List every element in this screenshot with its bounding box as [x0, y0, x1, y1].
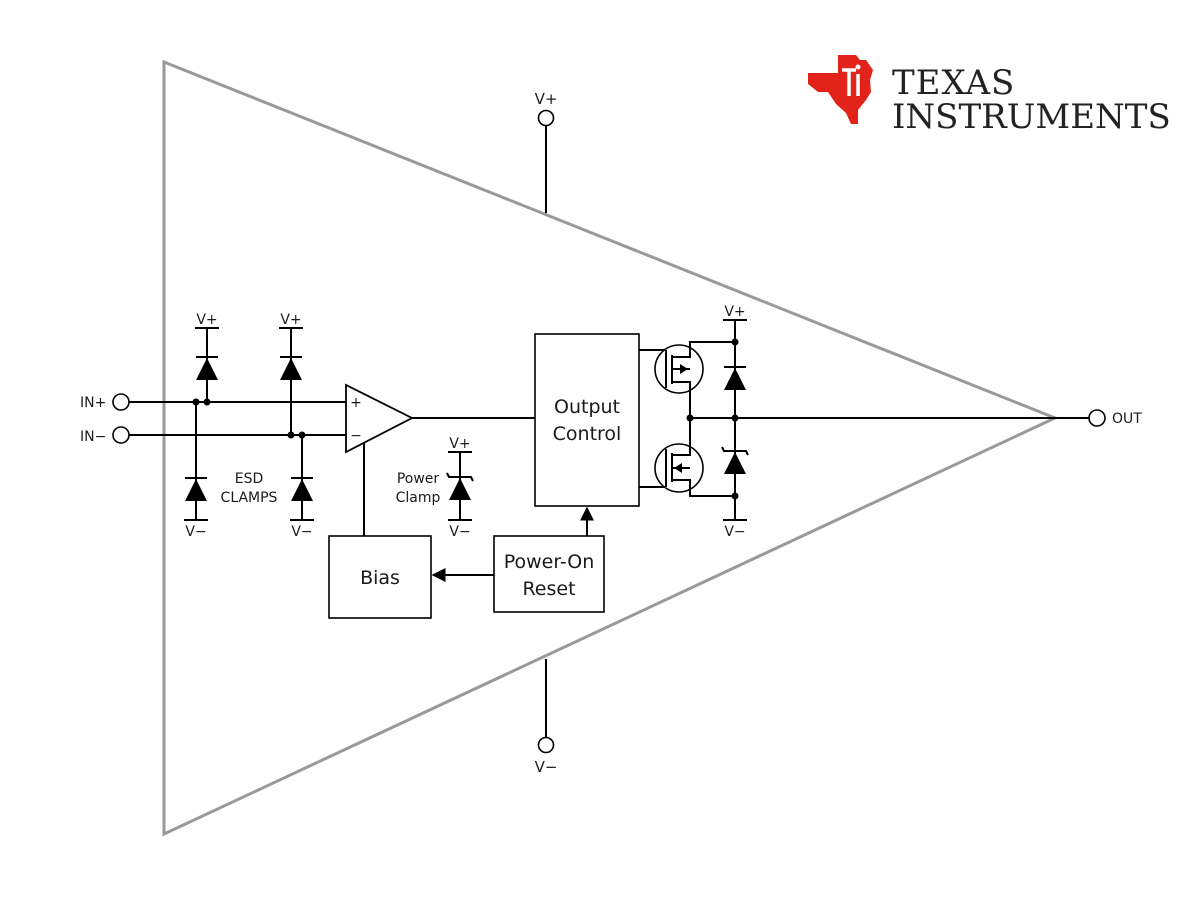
esd-label-line-2: CLAMPS	[221, 490, 278, 506]
supply-v-minus-label: V−	[535, 758, 558, 776]
pin-circle[interactable]	[537, 109, 555, 127]
power-clamp-label-line-2: Clamp	[396, 490, 441, 506]
amplifier-outline-triangle	[162, 59, 1059, 837]
output-pin: OUT	[690, 409, 1142, 427]
in-minus-label: IN−	[80, 429, 106, 445]
por-line-2: Reset	[522, 578, 575, 600]
esd1-vminus-label: V−	[185, 524, 206, 540]
supply-v-minus-pin: V−	[535, 659, 558, 776]
texas-instruments-logo: TEXAS INSTRUMENTS	[808, 55, 1171, 137]
power-clamp-label-line-1: Power	[397, 471, 440, 487]
esd-clamp-1: V+ V−	[184, 312, 219, 540]
in-plus-pin[interactable]	[112, 393, 130, 411]
pclamp-vplus-label: V+	[449, 436, 470, 452]
supply-v-plus-pin: V+	[535, 90, 558, 213]
esd2-vminus-label: V−	[291, 524, 312, 540]
in-plus-label: IN+	[80, 395, 106, 411]
power-clamp: V+ V− Power Clamp	[396, 436, 474, 540]
esd1-vplus-label: V+	[196, 312, 217, 328]
pclamp-vminus-label: V−	[449, 524, 470, 540]
bias-block: Bias	[328, 535, 432, 619]
output-nmos-transistor	[639, 418, 735, 497]
opamp-minus-sign: −	[350, 428, 362, 444]
logo-line-1: TEXAS	[892, 63, 1015, 103]
esd-clamp-2: V+ V−	[279, 312, 314, 540]
bias-label: Bias	[360, 567, 400, 589]
por-line-1: Power-On	[504, 551, 595, 573]
input-pins: IN+ IN−	[80, 393, 346, 445]
ti-state-shape-icon	[808, 55, 873, 124]
opamp-plus-sign: +	[350, 395, 362, 411]
out-vminus-label: V−	[724, 524, 745, 540]
output-control-block: Output Control	[534, 333, 640, 507]
in-minus-pin[interactable]	[112, 426, 130, 444]
out-vplus-label: V+	[724, 304, 745, 320]
supply-v-plus-label: V+	[535, 90, 558, 108]
output-diodes: V+ V−	[686, 304, 749, 540]
pin-circle[interactable]	[537, 736, 555, 754]
esd-label-line-1: ESD	[235, 471, 264, 487]
logo-line-2: INSTRUMENTS	[892, 97, 1171, 137]
esd2-vplus-label: V+	[280, 312, 301, 328]
op-amp: + −	[345, 383, 535, 536]
output-pmos-transistor	[639, 341, 735, 418]
power-on-reset-block: Power-On Reset	[493, 535, 605, 613]
output-control-line-2: Control	[553, 423, 622, 445]
out-pin-circle[interactable]	[1088, 409, 1106, 427]
output-control-line-1: Output	[554, 396, 620, 418]
out-label: OUT	[1112, 411, 1142, 427]
